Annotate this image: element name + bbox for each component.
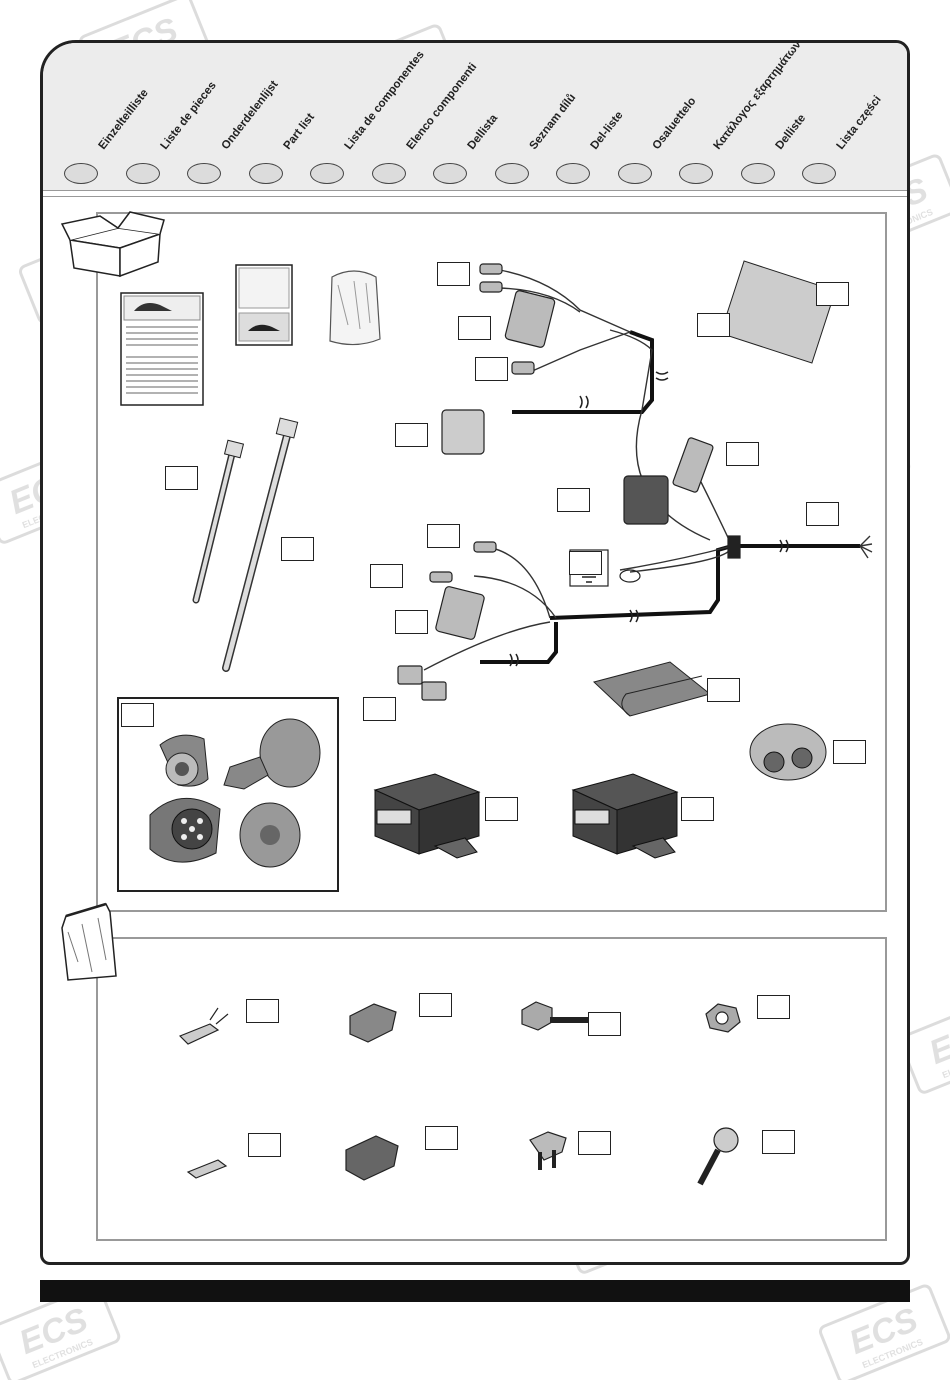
callout-box — [395, 610, 428, 634]
tab-oval-1 — [125, 163, 160, 184]
callout-box — [246, 999, 279, 1023]
control-module-2-illustration — [571, 773, 679, 859]
callout-box — [485, 797, 518, 821]
header-divider — [43, 190, 907, 191]
small-parts-illustration — [178, 1001, 741, 1186]
callout-box — [697, 313, 730, 337]
callout-box — [437, 262, 470, 286]
plastic-bag-icon — [61, 902, 117, 981]
callout-box — [281, 537, 314, 561]
callout-box — [757, 995, 790, 1019]
control-module-illustration — [373, 773, 481, 859]
callout-box — [588, 1012, 621, 1036]
small-parts-panel — [96, 937, 887, 1241]
callout-box — [165, 466, 198, 490]
callout-box — [569, 551, 602, 575]
tab-oval-5 — [371, 163, 406, 184]
cable-ties-illustration — [192, 417, 299, 672]
callout-box — [370, 564, 403, 588]
callout-box — [557, 488, 590, 512]
grommet-illustration — [749, 723, 827, 781]
tab-oval-8 — [556, 163, 590, 184]
callout-box — [833, 740, 866, 764]
tab-oval-2 — [187, 163, 221, 184]
callout-box — [681, 797, 714, 821]
callout-box — [762, 1130, 795, 1154]
wiring-harness-illustration — [397, 260, 873, 701]
socket-set-illustration — [149, 718, 321, 868]
callout-box — [816, 282, 849, 306]
callout-box — [425, 1126, 458, 1150]
callout-box — [248, 1133, 281, 1157]
callout-box — [395, 423, 428, 447]
tab-oval-6 — [433, 163, 467, 184]
open-box-icon — [60, 211, 165, 278]
callout-box — [427, 524, 460, 548]
tab-oval-3 — [248, 163, 283, 184]
tab-oval-0 — [64, 163, 98, 184]
callout-box — [806, 502, 839, 526]
callout-box — [726, 442, 759, 466]
callout-box — [578, 1131, 611, 1155]
tab-oval-9 — [617, 163, 652, 184]
adhesive-foil-illustration — [593, 661, 712, 717]
documents-illustration — [120, 264, 381, 406]
callout-box — [363, 697, 396, 721]
tab-oval-12 — [802, 163, 836, 184]
tab-oval-10 — [679, 163, 713, 184]
callout-box — [121, 703, 154, 727]
tab-oval-7 — [494, 163, 529, 184]
callout-box — [475, 357, 508, 381]
callout-box — [458, 316, 491, 340]
tab-oval-11 — [740, 163, 775, 184]
tab-oval-4 — [310, 163, 344, 184]
callout-box — [707, 678, 740, 702]
bottom-bar — [40, 1280, 910, 1302]
header-divider-2 — [43, 196, 907, 197]
callout-box — [419, 993, 452, 1017]
